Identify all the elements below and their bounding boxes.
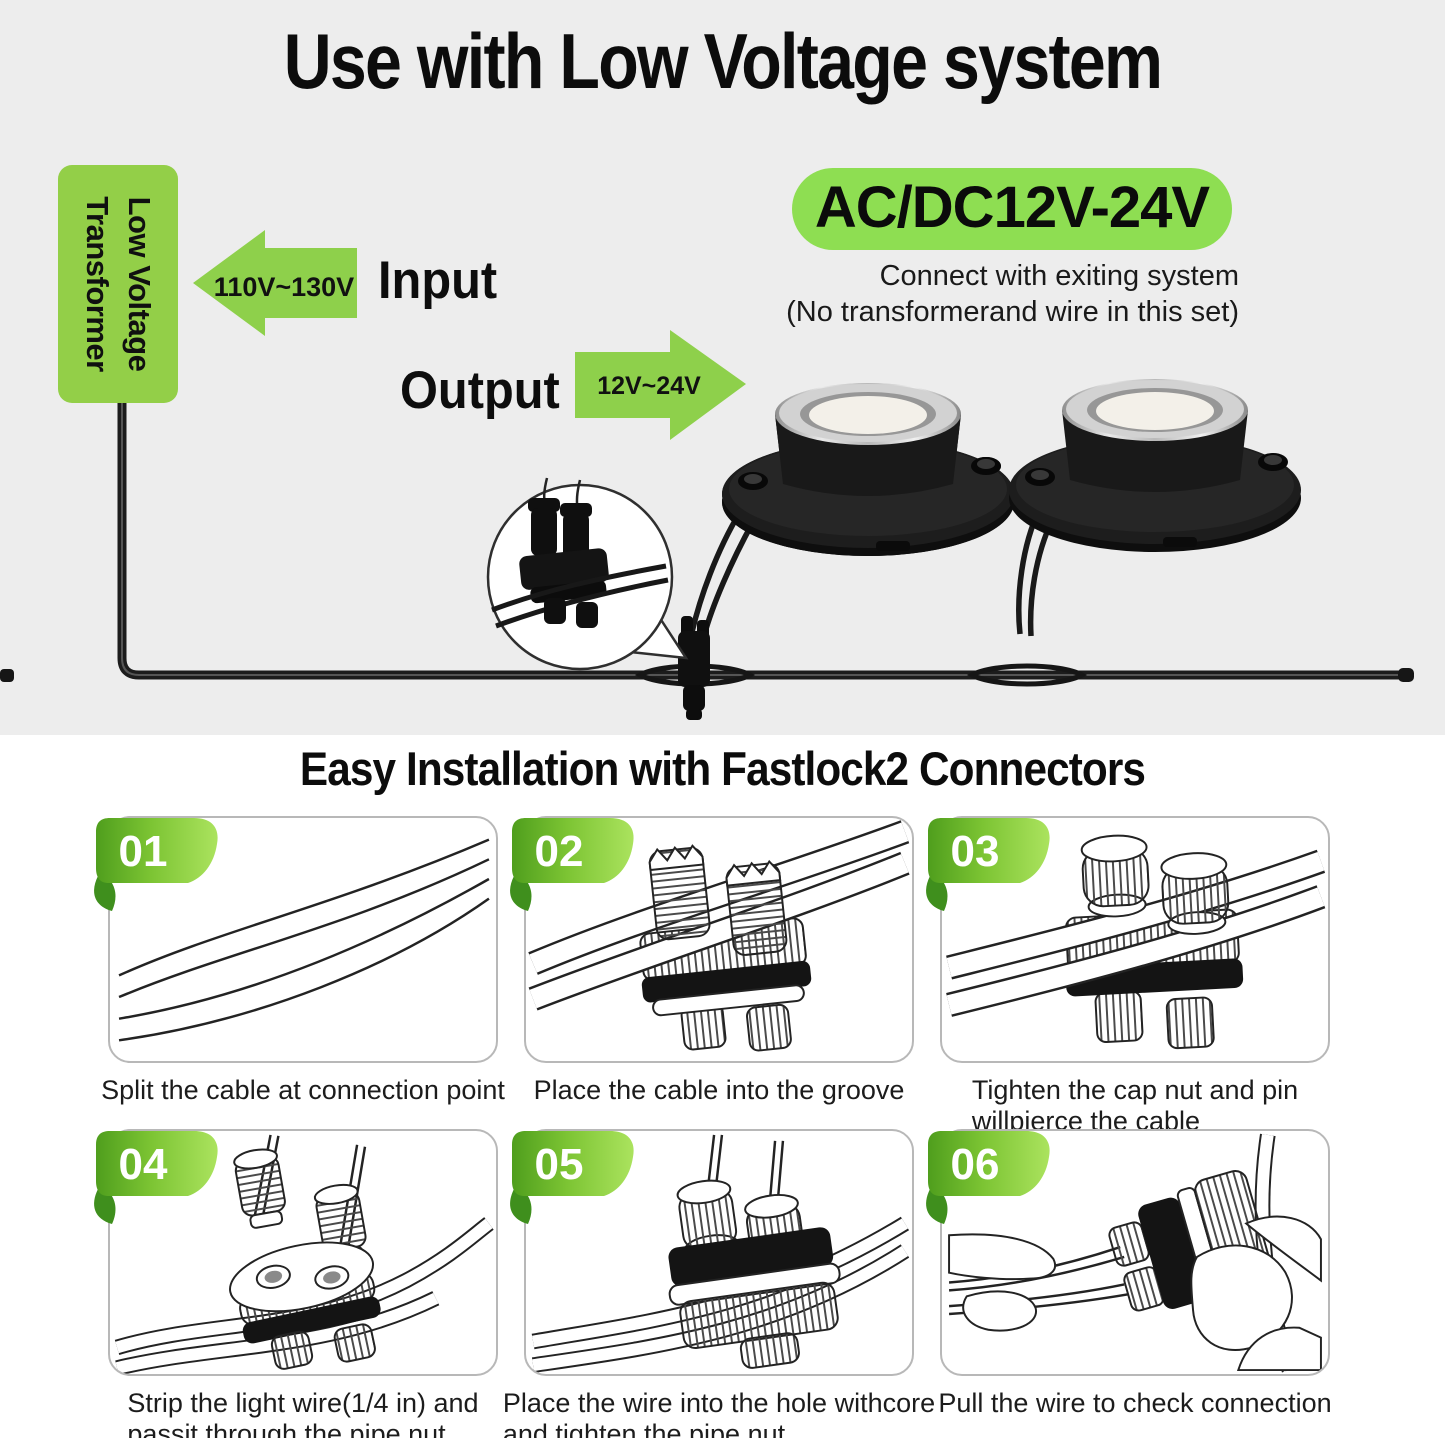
step-panel-6: 06 xyxy=(926,1129,1330,1376)
step2-illustration xyxy=(528,820,910,1052)
input-arrow-text: 110V~130V xyxy=(214,272,354,302)
output-label: Output xyxy=(400,361,560,420)
step-caption: Place the cable into the groove xyxy=(533,1075,905,1105)
transformer-label-line2: Transformer xyxy=(80,196,115,372)
transformer-box: Low Voltage Transformer xyxy=(58,165,178,403)
install-step-5: 05 Place the wire into the hole withcore… xyxy=(502,1129,936,1438)
installation-section: Easy Installation with Fastlock2 Connect… xyxy=(0,735,1445,1438)
low-voltage-system-section: 110V~130V 12V~24V Use with Low Voltage s… xyxy=(0,0,1445,735)
step-caption: Split the cable at connection point xyxy=(101,1075,505,1105)
transformer-label: Low Voltage Transformer xyxy=(58,165,178,403)
install-step-1: 01 Split the cable at connection point xyxy=(94,816,505,1129)
cable-connector xyxy=(678,616,710,720)
step-panel-4: 04 xyxy=(94,1129,498,1376)
output-arrow-text: 12V~24V xyxy=(597,372,701,400)
badge-caption-line2: (No transformerand wire in this set) xyxy=(786,296,1239,328)
steps-grid: 01 Split the cable at connection point xyxy=(94,816,1337,1438)
install-step-4: 04 Strip the light wire(1/4 in) and pass… xyxy=(94,1129,498,1438)
install-step-2: 02 Place the cable into the groove xyxy=(510,816,914,1129)
input-arrow xyxy=(193,230,357,336)
step-caption: Strip the light wire(1/4 in) and passit … xyxy=(127,1388,479,1438)
step-caption: Tighten the cap nut and pin willpierce t… xyxy=(971,1075,1299,1136)
transformer-label-line1: Low Voltage xyxy=(122,196,157,372)
step-panel-5: 05 xyxy=(510,1129,914,1376)
install-step-3: 03 Tighten the cap nut and pin willpierc… xyxy=(926,816,1330,1136)
step6-illustration xyxy=(948,1133,1322,1373)
magnifier-callout xyxy=(486,477,689,671)
step3-illustration xyxy=(946,834,1326,1050)
badge-caption: Connect with exiting system (No transfor… xyxy=(786,258,1239,330)
step-panel-2: 02 xyxy=(510,816,914,1063)
step-panel-1: 01 xyxy=(94,816,498,1063)
voltage-badge: AC/DC12V-24V xyxy=(792,168,1232,250)
installation-title: Easy Installation with Fastlock2 Connect… xyxy=(299,742,1146,795)
step4-illustration xyxy=(114,1134,494,1374)
step1-illustration xyxy=(118,838,490,1042)
page-title: Use with Low Voltage system xyxy=(283,17,1163,105)
output-arrow xyxy=(575,330,746,440)
cable-splice-eye xyxy=(966,663,1088,687)
step5-illustration xyxy=(531,1134,910,1373)
magnified-connector xyxy=(491,477,669,629)
step-caption: Pull the wire to check connection xyxy=(938,1388,1332,1418)
input-label: Input xyxy=(378,251,498,310)
cable-splice-eye xyxy=(634,663,756,687)
main-cable xyxy=(0,403,1414,682)
step-caption: Place the wire into the hole withcore an… xyxy=(502,1388,936,1438)
step-panel-3: 03 xyxy=(926,816,1330,1063)
wiring-diagram-art: 110V~130V 12V~24V xyxy=(0,230,1414,720)
badge-caption-line1: Connect with exiting system xyxy=(879,260,1239,292)
install-step-6: 06 Pull the wire to check connection xyxy=(926,1129,1332,1438)
